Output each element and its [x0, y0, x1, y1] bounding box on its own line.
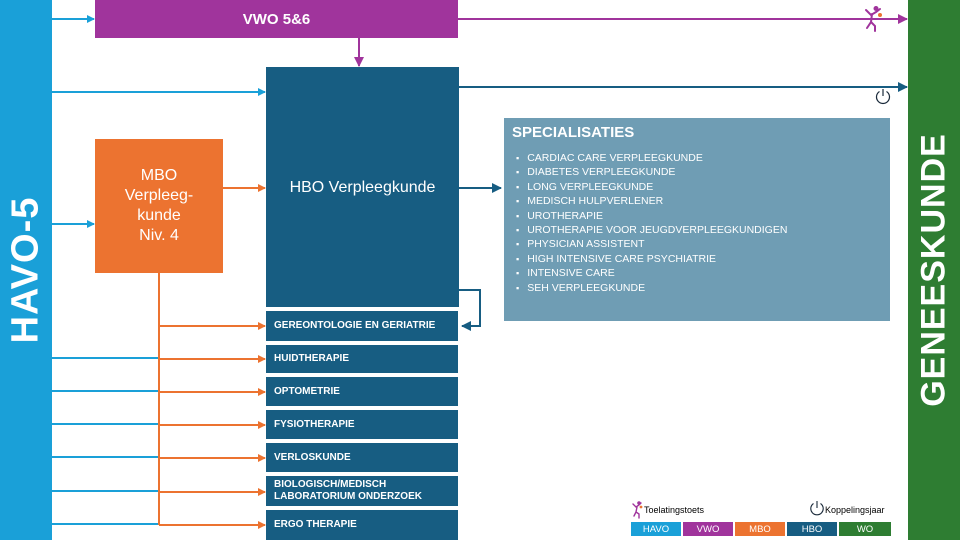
programme-box: ERGO THERAPIE: [266, 510, 458, 540]
legend-havo-label: HAVO: [642, 523, 670, 535]
jumping-person-icon: [865, 6, 882, 32]
legend-mbo: MBO: [735, 522, 785, 536]
hbo-verpleegkunde-box: HBO Verpleegkunde: [266, 67, 459, 307]
geneeskunde-bar: GENEESKUNDE: [908, 0, 960, 540]
mbo-verpleegkunde-box: MBO Verpleeg- kunde Niv. 4: [95, 139, 223, 273]
vwo-box: VWO 5&6: [95, 0, 458, 38]
programme-label: FYSIOTHERAPIE: [274, 418, 355, 430]
legend-vwo: VWO: [683, 522, 733, 536]
legend-wo: WO: [839, 522, 891, 536]
havo-bar: HAVO-5: [0, 0, 52, 540]
list-item: UROTHERAPIE VOOR JEUGDVERPLEEGKUNDIGEN: [516, 223, 882, 237]
legend-hbo-label: HBO: [801, 523, 823, 535]
legend-mbo-label: MBO: [749, 523, 771, 535]
list-item: DIABETES VERPLEEGKUNDE: [516, 165, 882, 179]
specialisaties-title: SPECIALISATIES: [512, 124, 635, 141]
legend: Toelatingstoets Koppelingsjaar HAVO VWO …: [631, 501, 891, 538]
specialisaties-list: CARDIAC CARE VERPLEEGKUNDE DIABETES VERP…: [512, 151, 882, 295]
power-icon: [810, 501, 824, 516]
programme-label: HUIDTHERAPIE: [274, 353, 350, 364]
legend-hbo: HBO: [787, 522, 837, 536]
mbo-line: Verpleeg-: [124, 187, 194, 204]
list-item: SEH VERPLEEGKUNDE: [516, 281, 882, 295]
programme-box: HUIDTHERAPIE: [266, 345, 458, 373]
programme-label: GEREONTOLOGIE EN GERIATRIE: [274, 320, 436, 331]
list-item: MEDISCH HULPVERLENER: [516, 194, 882, 208]
legend-vwo-label: VWO: [696, 523, 720, 535]
list-item: PHYSICIAN ASSISTENT: [516, 237, 882, 251]
programme-label: VERLOSKUNDE: [274, 451, 351, 463]
legend-wo-label: WO: [856, 523, 874, 535]
programme-box: BIOLOGISCH/MEDISCH LABORATORIUM ONDERZOE…: [266, 476, 458, 506]
legend-toelatingstoets: Toelatingstoets: [644, 505, 705, 515]
jumping-person-icon: [632, 501, 643, 519]
programme-box: VERLOSKUNDE: [266, 443, 458, 472]
list-item: LONG VERPLEEGKUNDE: [516, 180, 882, 194]
programme-label: BIOLOGISCH/MEDISCH LABORATORIUM ONDERZOE…: [274, 479, 422, 502]
legend-koppelingsjaar: Koppelingsjaar: [825, 505, 885, 515]
list-item: HIGH INTENSIVE CARE PSYCHIATRIE: [516, 252, 882, 266]
list-item: INTENSIVE CARE: [516, 266, 882, 280]
list-item: CARDIAC CARE VERPLEEGKUNDE: [516, 151, 882, 165]
mbo-line: MBO: [140, 167, 178, 184]
hbo-label: HBO Verpleegkunde: [289, 179, 436, 196]
programme-box: GEREONTOLOGIE EN GERIATRIE: [266, 311, 458, 341]
power-icon: [875, 89, 891, 105]
vwo-label: VWO 5&6: [242, 10, 311, 28]
havo-label: HAVO-5: [4, 196, 47, 344]
mbo-line: kunde: [137, 207, 181, 224]
arrow-hbo-loop: [459, 289, 481, 331]
programme-label: OPTOMETRIE: [274, 385, 340, 397]
mbo-line: Niv. 4: [139, 227, 179, 244]
programme-box: FYSIOTHERAPIE: [266, 410, 458, 439]
programme-label: ERGO THERAPIE: [274, 519, 357, 530]
legend-havo: HAVO: [631, 522, 681, 536]
specialisaties-box: SPECIALISATIES CARDIAC CARE VERPLEEGKUND…: [504, 118, 890, 321]
programme-box: OPTOMETRIE: [266, 377, 458, 406]
list-item: UROTHERAPIE: [516, 209, 882, 223]
geneeskunde-label: GENEESKUNDE: [914, 133, 953, 407]
